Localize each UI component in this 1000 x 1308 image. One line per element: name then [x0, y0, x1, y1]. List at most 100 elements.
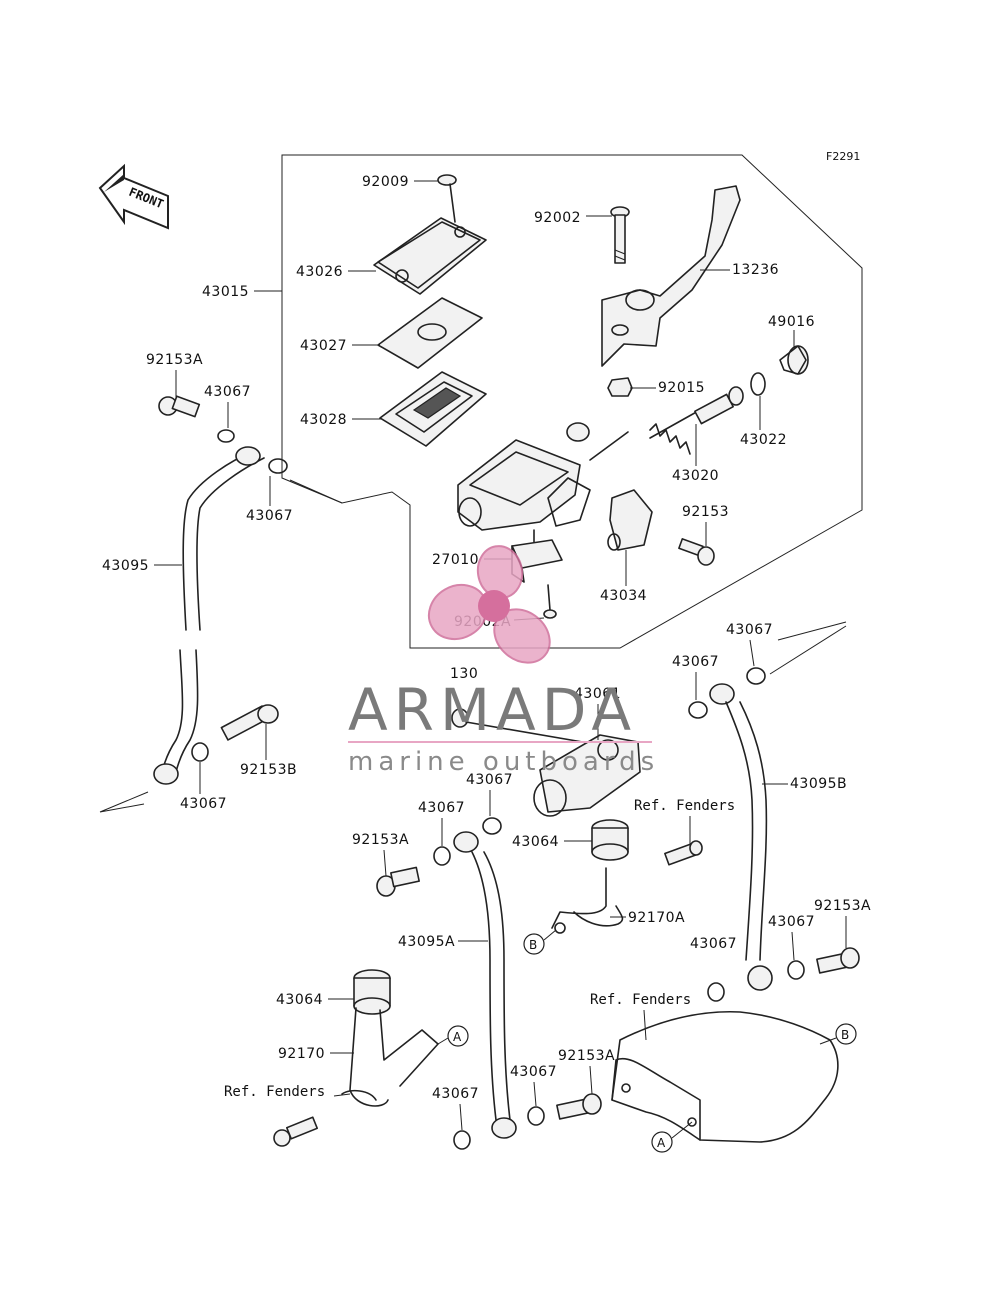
part-label: 43067: [690, 936, 737, 952]
part-label: 92009: [362, 174, 409, 190]
part-labels: 92009 43026 43015 43027 43028 92002 1323…: [102, 174, 871, 1131]
dust-boot: [779, 345, 809, 375]
hose-clamp: [341, 1007, 439, 1107]
washer: [482, 817, 502, 835]
svg-text:A: A: [657, 1136, 666, 1150]
brake-lever: [601, 185, 741, 367]
washer: [268, 458, 288, 474]
part-label: 43064: [276, 992, 323, 1008]
part-label: 43067: [726, 622, 773, 638]
part-label: 92170A: [628, 910, 685, 926]
washer: [433, 846, 451, 866]
part-label: 92002: [534, 210, 581, 226]
assembly-boundary: [281, 154, 863, 649]
part-label: 92153A: [352, 832, 409, 848]
master-cylinder-body: [457, 422, 629, 531]
fender-bolt-upper: [664, 840, 703, 866]
banjo-bolt-mid-left: [376, 866, 420, 897]
part-label: 92153: [682, 504, 729, 520]
washer: [787, 960, 805, 980]
switch-screw: [543, 584, 557, 619]
reference-labels: Ref. Fenders Ref. Fenders Ref. Fenders: [224, 798, 735, 1100]
clamp-bolt: [678, 538, 715, 566]
part-label: 92170: [278, 1046, 325, 1062]
part-label: 43067: [466, 772, 513, 788]
part-label: 130: [450, 666, 478, 682]
washer: [217, 429, 235, 443]
figure-code: F2291: [826, 150, 860, 163]
part-label: 43027: [300, 338, 347, 354]
part-label: 43095: [102, 558, 149, 574]
grommet-lower: [353, 969, 391, 1015]
callout-b-fender: B: [819, 1023, 857, 1045]
fender-section: [611, 1010, 839, 1143]
three-way-joint: [533, 734, 641, 817]
part-label: 43026: [296, 264, 343, 280]
part-label: 27010: [432, 552, 479, 568]
part-label: 43095A: [398, 934, 455, 950]
hose-clamp-a: [551, 867, 624, 934]
washer: [191, 742, 209, 762]
ref-fenders-left: Ref. Fenders: [224, 1084, 325, 1100]
part-label: 43015: [202, 284, 249, 300]
pivot-nut: [607, 377, 633, 397]
diaphragm: [379, 371, 487, 447]
part-label: 43020: [672, 468, 719, 484]
part-label: 92153A: [558, 1048, 615, 1064]
pivot-bolt: [610, 206, 630, 264]
svg-text:B: B: [841, 1028, 850, 1042]
part-label: 13236: [732, 262, 779, 278]
part-label: 43067: [432, 1086, 479, 1102]
brake-hose-a: [453, 831, 517, 1139]
banjo-bolt-left-upper: [158, 395, 201, 418]
part-label: 43067: [204, 384, 251, 400]
part-label: 43067: [180, 796, 227, 812]
watermark-brand: ARMADA: [348, 676, 637, 744]
banjo-bolt-lower-left: [220, 704, 279, 741]
washer: [453, 1130, 471, 1150]
part-label: 43034: [600, 588, 647, 604]
front-brake-hose: [153, 446, 265, 785]
ref-fenders-upper: Ref. Fenders: [634, 798, 735, 814]
circlip: [750, 372, 766, 396]
holder-clamp: [607, 489, 653, 551]
washer: [527, 1106, 545, 1126]
part-label: 43028: [300, 412, 347, 428]
part-label: 92153A: [146, 352, 203, 368]
washer: [688, 701, 708, 719]
ref-fenders-right: Ref. Fenders: [590, 992, 691, 1008]
part-label: 43022: [740, 432, 787, 448]
part-label: 92153A: [814, 898, 871, 914]
hose-boundary: [289, 479, 343, 504]
callout-b-clamp: B: [523, 929, 557, 955]
flow-arrow: [99, 791, 149, 813]
svg-text:B: B: [529, 938, 538, 952]
part-label: 43064: [512, 834, 559, 850]
part-label: 43067: [246, 508, 293, 524]
part-label: 92015: [658, 380, 705, 396]
svg-text:A: A: [453, 1030, 462, 1044]
piston-assembly: [649, 386, 744, 455]
watermark: ARMADA marine outboards: [348, 545, 654, 777]
part-label: 92153B: [240, 762, 297, 778]
callout-a-upper: A: [437, 1025, 469, 1047]
banjo-bolt-right: [816, 947, 860, 974]
part-label: 43061: [574, 686, 621, 702]
diaphragm-plate: [377, 297, 483, 369]
flow-arrow: [769, 621, 847, 675]
part-label: 43095B: [790, 776, 847, 792]
screw-92009: [437, 174, 457, 223]
washer: [707, 982, 725, 1002]
part-label: 49016: [768, 314, 815, 330]
part-label: 43067: [672, 654, 719, 670]
reservoir-cap: [373, 217, 487, 295]
washer: [746, 667, 766, 685]
part-label: 43067: [768, 914, 815, 930]
fender-bolt-lower: [273, 1116, 319, 1147]
brake-hose-b: [709, 683, 773, 991]
front-arrow-icon: FRONT: [98, 163, 169, 230]
grommet-upper: [591, 819, 629, 861]
banjo-bolt-lower: [556, 1093, 602, 1120]
